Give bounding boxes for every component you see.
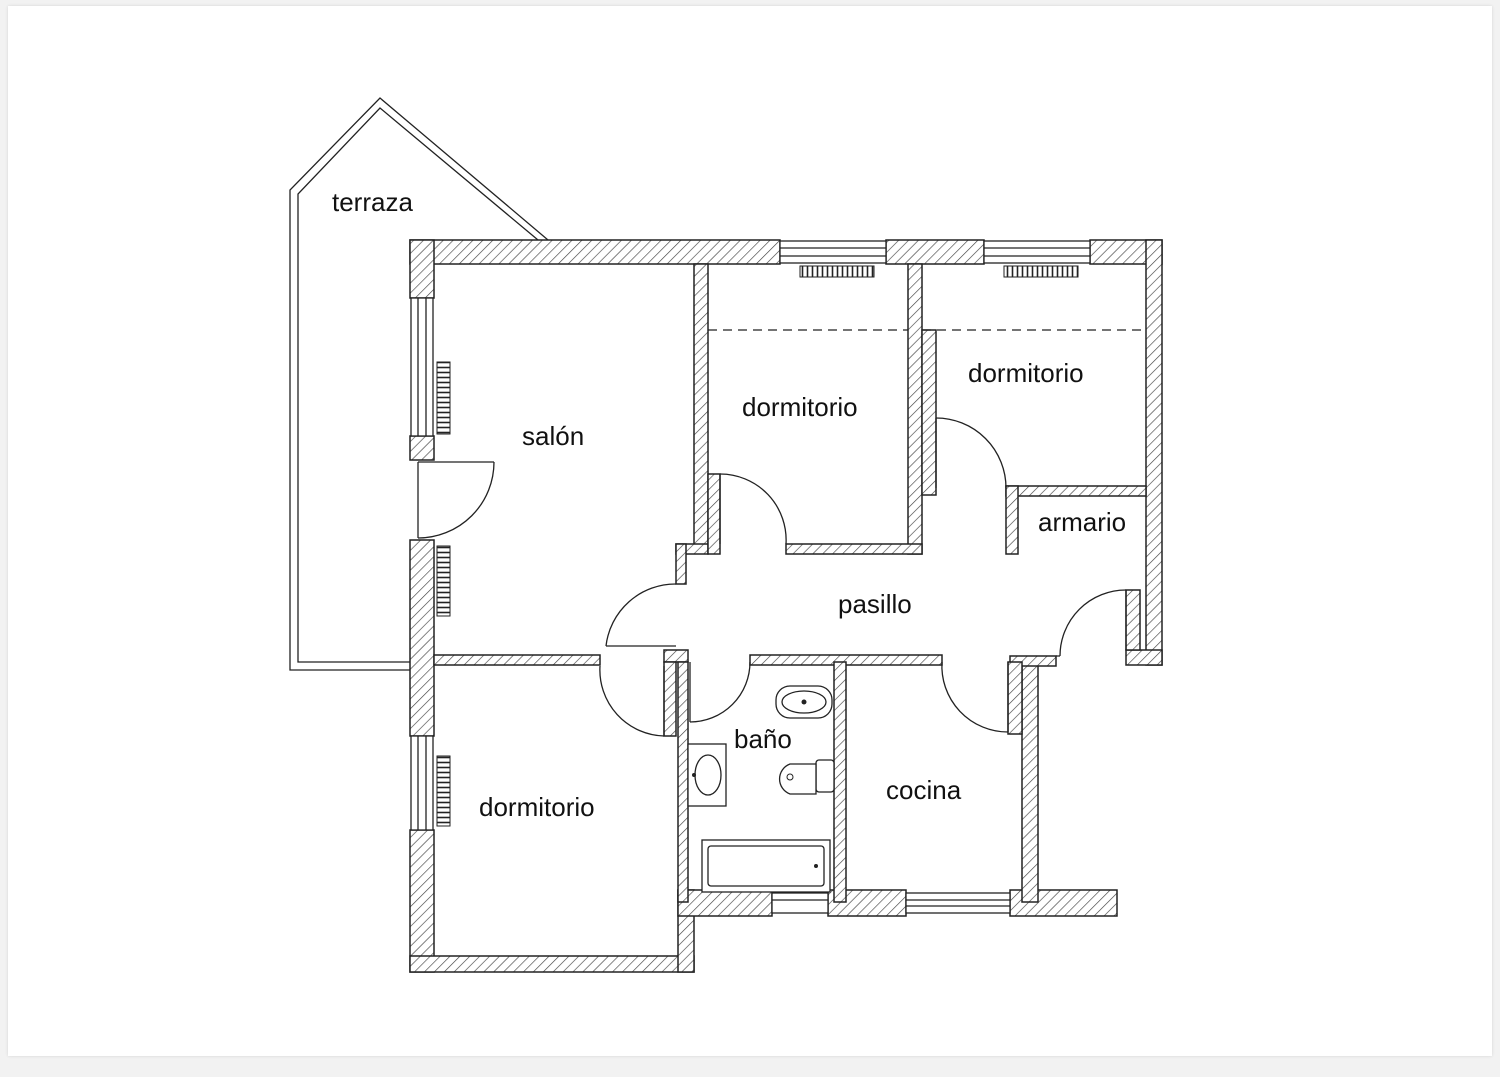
room-label-terraza: terraza <box>332 187 413 217</box>
bathroom-fixtures <box>687 685 835 893</box>
room-label-dormitorio-2: dormitorio <box>968 358 1084 388</box>
room-label-armario: armario <box>1038 507 1126 537</box>
room-label-dormitorio-3: dormitorio <box>479 792 595 822</box>
terrace-outline <box>289 97 549 671</box>
doors <box>417 417 1127 737</box>
radiators <box>436 265 1079 827</box>
room-label-pasillo: pasillo <box>838 589 912 619</box>
room-label-salon: salón <box>522 421 584 451</box>
windows <box>410 240 1091 914</box>
room-label-cocina: cocina <box>886 775 962 805</box>
room-label-bano: baño <box>734 724 792 754</box>
room-label-dormitorio-1: dormitorio <box>742 392 858 422</box>
